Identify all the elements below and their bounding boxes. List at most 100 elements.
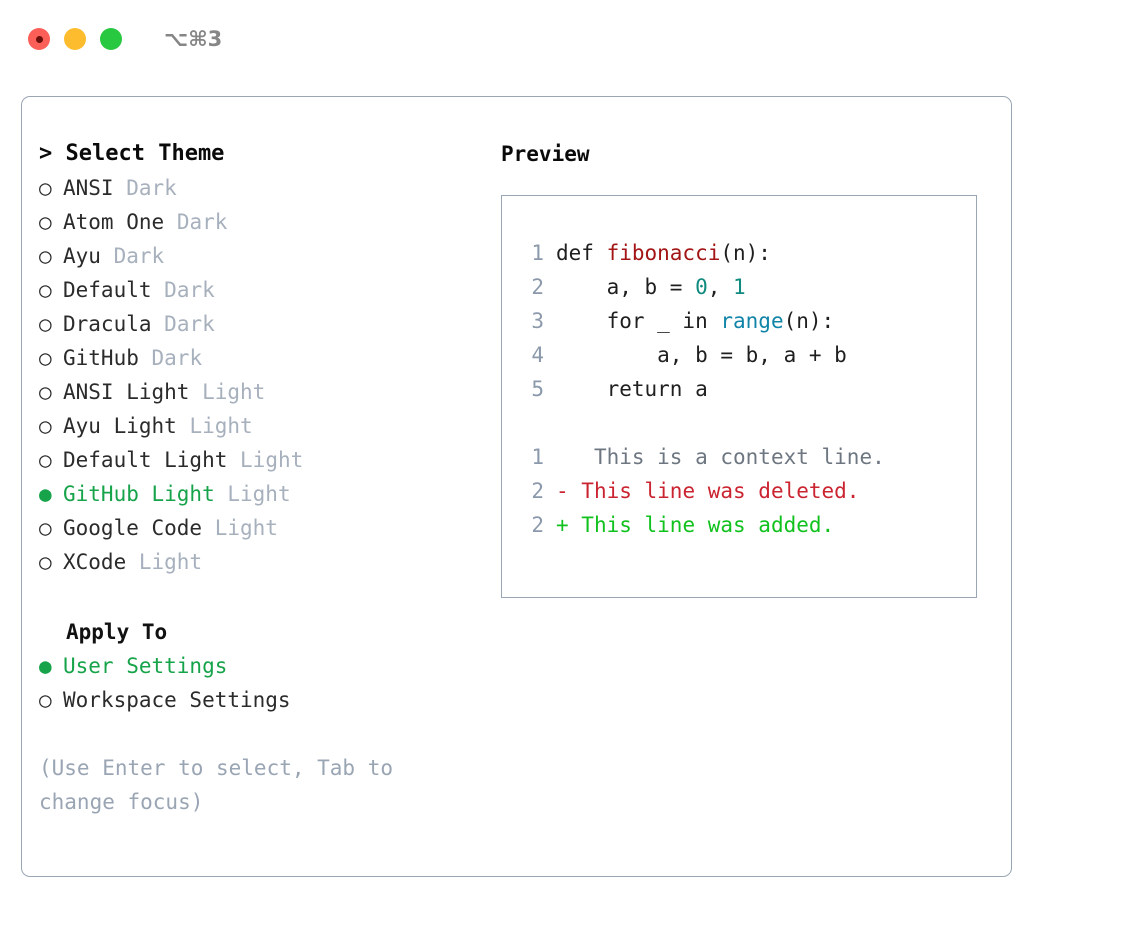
- radio-unselected-icon: ○: [39, 516, 52, 540]
- diff-sample: 1 This is a context line.2- This line wa…: [518, 440, 976, 542]
- theme-option-github[interactable]: ○GitHub Dark: [39, 341, 479, 375]
- radio-unselected-icon: ○: [39, 278, 52, 302]
- apply-to-heading: Apply To: [66, 620, 168, 644]
- theme-option-label: Default: [63, 278, 152, 302]
- theme-option-label: Default Light: [63, 448, 228, 472]
- theme-option-xcode[interactable]: ○XCode Light: [39, 545, 479, 579]
- theme-option-label: Ayu: [63, 244, 101, 268]
- radio-unselected-icon: ○: [39, 550, 52, 574]
- minimize-window-button[interactable]: [64, 28, 86, 50]
- radio-unselected-icon: ○: [39, 414, 52, 438]
- theme-option-ansi[interactable]: ○ ANSI Dark: [39, 171, 479, 205]
- code-token-plain: ,: [707, 275, 734, 299]
- maximize-window-button[interactable]: [100, 28, 122, 50]
- diff-text: This line was added.: [568, 513, 835, 537]
- radio-selected-icon: ●: [39, 654, 52, 678]
- radio-unselected-icon: ○: [39, 380, 52, 404]
- diff-line-add: 2 + This line was added.: [518, 508, 976, 542]
- theme-option-github-light[interactable]: ● GitHub Light Light: [39, 477, 479, 511]
- apply-to-option-user-settings[interactable]: ● User Settings: [39, 649, 479, 683]
- radio-unselected-icon: ○: [39, 312, 52, 336]
- apply-to-option-workspace-settings[interactable]: ○ Workspace Settings: [39, 683, 479, 717]
- theme-variant-tag: Light: [227, 482, 291, 506]
- theme-option-label: GitHub: [63, 346, 139, 370]
- radio-unselected-icon: ○: [39, 210, 52, 234]
- theme-option-label: ANSI: [63, 176, 114, 200]
- theme-variant-tag: Dark: [113, 244, 165, 268]
- select-theme-heading: > Select Theme: [39, 141, 225, 166]
- radio-unselected-icon: ○: [39, 448, 52, 472]
- code-token-plain: (n):: [720, 241, 771, 265]
- apply-to-option-label: Workspace Settings: [63, 688, 291, 712]
- theme-option-google-code[interactable]: ○ Google Code Light: [39, 511, 479, 545]
- diff-text: This is a context line.: [568, 445, 885, 469]
- theme-variant-tag: Dark: [164, 278, 215, 302]
- theme-option-label: Atom One: [63, 210, 165, 234]
- theme-option-dracula[interactable]: ○ Dracula Dark: [39, 307, 479, 341]
- theme-option-label: GitHub Light: [63, 482, 215, 506]
- code-token-plain: a, b = b, a + b: [556, 343, 847, 367]
- theme-option-ayu-light[interactable]: ○ Ayu Light Light: [39, 409, 479, 443]
- theme-variant-tag: Dark: [164, 312, 215, 336]
- line-number: 2: [531, 513, 544, 537]
- theme-variant-tag: Light: [202, 380, 266, 404]
- line-number: 4: [531, 343, 544, 367]
- keyboard-shortcut-label: ⌥⌘3: [164, 27, 223, 51]
- code-diff-separator: [518, 406, 976, 440]
- title-bar: ⌥⌘3: [0, 0, 1140, 78]
- diff-text: This line was deleted.: [568, 479, 860, 503]
- window-controls: [28, 28, 122, 50]
- code-token-plain: for _ in: [556, 309, 721, 333]
- theme-variant-tag: Dark: [151, 346, 203, 370]
- theme-variant-tag: Light: [138, 550, 203, 574]
- line-number: 1: [531, 241, 544, 265]
- code-token-num: 1: [733, 275, 746, 299]
- radio-unselected-icon: ○: [39, 176, 52, 200]
- theme-option-ayu[interactable]: ○ Ayu Dark: [39, 239, 479, 273]
- theme-option-label: Ayu Light: [63, 414, 177, 438]
- code-token-plain: return a: [556, 377, 708, 401]
- theme-option-atom-one[interactable]: ○ Atom One Dark: [39, 205, 479, 239]
- theme-option-default-light[interactable]: ○ Default Light Light: [39, 443, 479, 477]
- theme-option-label: Dracula: [63, 312, 152, 336]
- keyboard-hint-text: (Use Enter to select, Tab to change focu…: [39, 756, 394, 814]
- close-window-button[interactable]: [28, 28, 50, 50]
- theme-variant-tag: Light: [189, 414, 253, 438]
- diff-line-del: 2- This line was deleted.: [518, 474, 976, 508]
- diff-sign: -: [556, 479, 569, 503]
- radio-unselected-icon: ○: [39, 244, 52, 268]
- code-token-plain: def: [556, 241, 607, 265]
- code-token-fn: fibonacci: [606, 241, 721, 265]
- code-token-plain: a, b =: [556, 275, 696, 299]
- theme-option-ansi-light[interactable]: ○ ANSI Light Light: [39, 375, 479, 409]
- theme-selection-column: > Select Theme ○ANSI Dark○Atom One Dark○…: [39, 137, 479, 819]
- radio-selected-icon: ●: [39, 482, 52, 506]
- line-number: 5: [531, 377, 544, 401]
- content-panel: > Select Theme ○ANSI Dark○Atom One Dark○…: [21, 96, 1012, 877]
- radio-unselected-icon: ○: [39, 688, 52, 712]
- theme-option-label: Google Code: [63, 516, 203, 540]
- code-line: 1 def fibonacci(n):: [518, 236, 976, 270]
- code-token-call: range: [720, 309, 784, 333]
- code-token-plain: (n):: [783, 309, 835, 333]
- preview-heading: Preview: [501, 142, 590, 166]
- code-line: 5 return a: [518, 372, 976, 406]
- theme-variant-tag: Light: [214, 516, 278, 540]
- apply-to-option-list: ● User Settings ○ Workspace Settings: [39, 649, 479, 717]
- code-token-num: 0: [695, 275, 708, 299]
- code-line: 4 a, b = b, a + b: [518, 338, 976, 372]
- theme-variant-tag: Dark: [176, 210, 228, 234]
- diff-sign: +: [556, 513, 569, 537]
- theme-option-list: ○ ANSI Dark ○ Atom One Dark ○ Ayu Dark ○ Defaul…: [39, 171, 479, 579]
- theme-variant-tag: Dark: [126, 176, 177, 200]
- theme-variant-tag: Light: [240, 448, 304, 472]
- theme-option-default[interactable]: ○ Default Dark: [39, 273, 479, 307]
- theme-option-label: ANSI Light: [63, 380, 190, 404]
- line-number: 2: [531, 275, 544, 299]
- apply-to-option-label: User Settings: [63, 654, 228, 678]
- line-number: 3: [531, 309, 544, 333]
